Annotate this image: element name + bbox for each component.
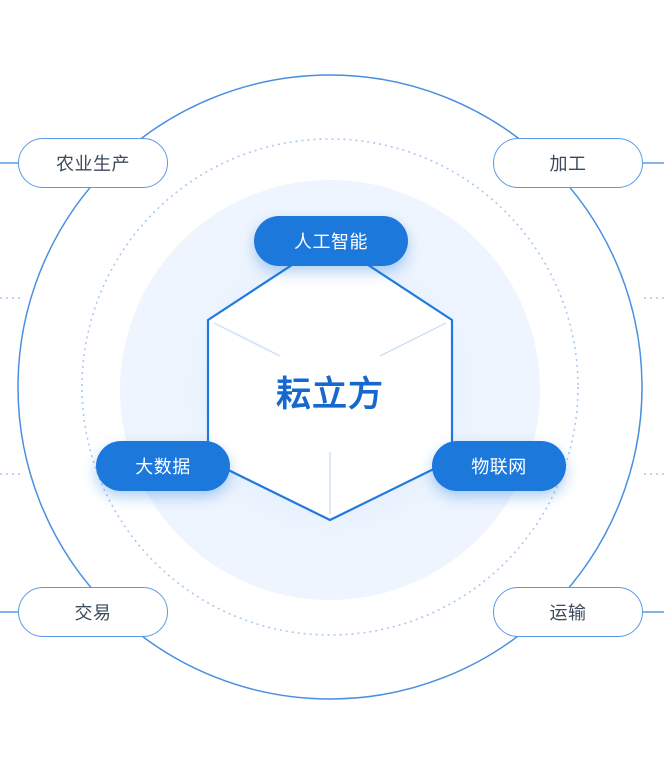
tech-node-big-data[interactable]: 大数据 [96, 441, 230, 491]
stage-node-agriculture[interactable]: 农业生产 [18, 138, 168, 188]
cube-edge-left [213, 322, 281, 357]
tech-node-iot[interactable]: 物联网 [432, 441, 566, 491]
stage-node-processing[interactable]: 加工 [493, 138, 643, 188]
dotted-ring [81, 138, 579, 636]
core-title: 耘立方 [275, 375, 384, 415]
stage-node-trade[interactable]: 交易 [18, 587, 168, 637]
cube-edge-right [379, 322, 447, 357]
stage-node-transport[interactable]: 运输 [493, 587, 643, 637]
outer-ring [17, 74, 643, 700]
core-hexagon [206, 238, 454, 522]
tech-node-ai[interactable]: 人工智能 [254, 216, 408, 266]
